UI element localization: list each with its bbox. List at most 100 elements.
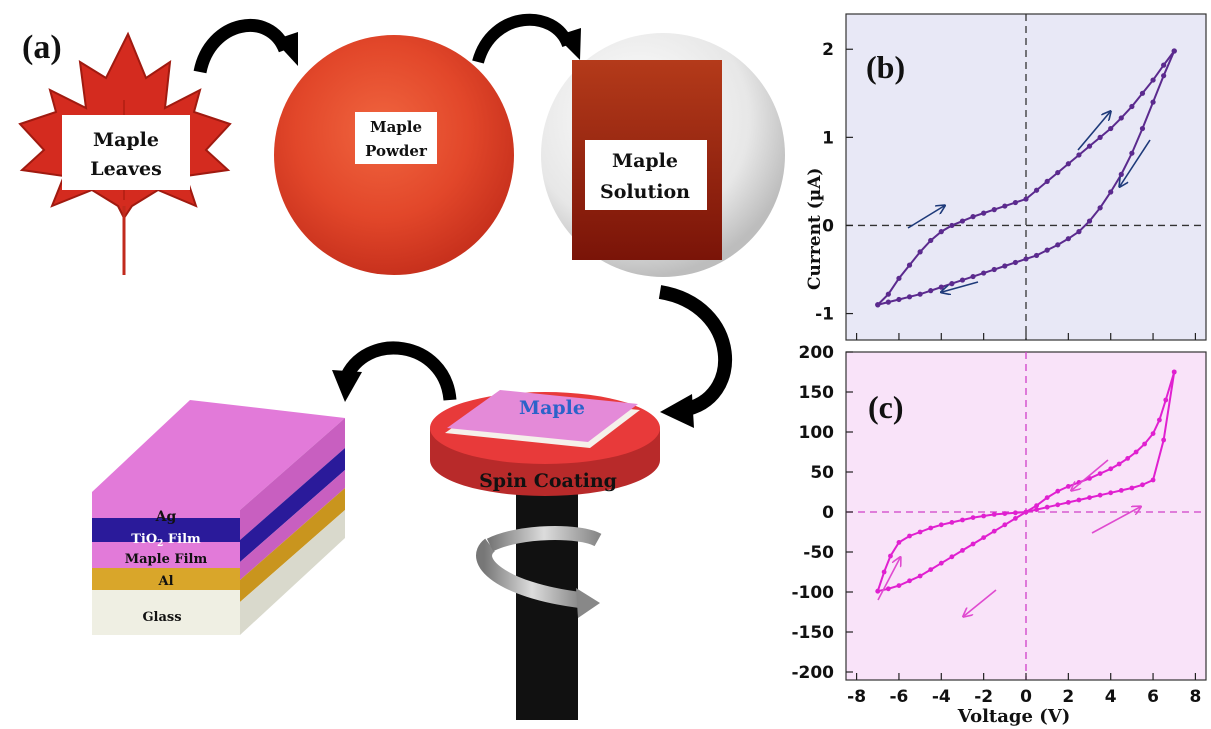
data-point: [1097, 492, 1103, 498]
sweep-arrow-icon: [1120, 139, 1151, 186]
data-point: [1044, 247, 1050, 253]
data-point: [1087, 495, 1092, 500]
data-point: [938, 229, 944, 235]
sweep-arrow-icon: [1077, 112, 1110, 151]
data-point: [1034, 507, 1039, 512]
data-point: [1161, 437, 1167, 443]
y-tick-label: 150: [799, 383, 835, 403]
y-tick-label: -1: [815, 305, 834, 325]
data-point: [907, 533, 912, 539]
data-point: [1118, 171, 1124, 177]
device-stack: [92, 400, 345, 635]
data-point: [1002, 511, 1008, 516]
data-point: [1033, 187, 1040, 193]
sweep-arrow-icon: [877, 558, 900, 601]
layer-tio2-label: TiO2 Film: [131, 532, 201, 549]
data-point: [1142, 441, 1147, 447]
data-point: [1157, 417, 1162, 423]
data-point: [1065, 484, 1071, 489]
layer-glass-label: Glass: [142, 610, 181, 625]
panel-c-label: (c): [868, 389, 904, 425]
data-point: [970, 273, 976, 280]
data-point: [906, 262, 913, 268]
data-point: [1118, 115, 1124, 121]
data-point: [928, 525, 934, 531]
data-point: [1044, 495, 1050, 500]
data-point: [959, 218, 966, 224]
sweep-arrow-icon: [942, 281, 979, 292]
data-point: [991, 266, 997, 273]
y-tick-label: -100: [791, 583, 834, 603]
data-point: [1171, 369, 1177, 375]
data-point: [938, 284, 944, 290]
data-point: [1129, 485, 1135, 491]
x-tick-label: 8: [1189, 687, 1201, 707]
data-point: [1086, 218, 1093, 224]
data-point: [938, 560, 944, 566]
data-point: [928, 288, 934, 294]
leaves-label-line1: Maple: [93, 129, 159, 151]
y-tick-label: -50: [803, 543, 834, 563]
data-point: [938, 522, 944, 528]
data-point: [928, 567, 934, 572]
data-point: [949, 222, 955, 229]
data-point: [1108, 189, 1114, 195]
data-point: [881, 569, 887, 575]
data-point: [960, 548, 965, 553]
data-point: [1023, 196, 1029, 202]
x-tick-label: -8: [847, 687, 866, 707]
data-point: [1108, 490, 1114, 496]
solution-label-box: [585, 140, 707, 210]
y-tick-label: 2: [822, 40, 834, 60]
data-point: [1150, 431, 1156, 436]
curved-arrow-icon: [332, 341, 457, 402]
data-point: [885, 299, 891, 305]
data-point: [885, 291, 891, 297]
data-point: [907, 578, 912, 584]
data-point: [1065, 236, 1071, 242]
curved-arrow-icon: [658, 285, 733, 428]
data-point: [1055, 242, 1061, 248]
spin-coater: [430, 390, 660, 720]
data-point: [1065, 500, 1071, 505]
data-point: [885, 586, 891, 592]
spin-coating-label: Spin Coating: [479, 470, 617, 492]
data-point: [1002, 522, 1008, 528]
data-point: [1140, 482, 1145, 488]
data-point: [1118, 488, 1124, 493]
sweep-arrow-icon: [1091, 507, 1140, 534]
data-point: [1013, 510, 1018, 516]
data-point: [1133, 449, 1139, 455]
data-point: [981, 535, 987, 540]
sweep-arrow-icon: [964, 589, 997, 616]
data-point: [896, 296, 902, 303]
data-point: [1055, 502, 1061, 508]
data-point: [981, 270, 987, 276]
data-point: [1076, 152, 1082, 158]
data-point: [917, 573, 923, 579]
sweep-arrow-icon: [907, 206, 944, 229]
data-point: [1034, 503, 1039, 508]
data-point: [981, 513, 987, 519]
data-point: [1161, 73, 1167, 79]
data-point: [1065, 161, 1071, 167]
panel-b-label: (b): [866, 49, 905, 85]
data-point: [1129, 150, 1135, 156]
layer-maple-film-label: Maple Film: [125, 552, 208, 567]
data-point: [1023, 256, 1029, 262]
data-point: [1150, 99, 1156, 105]
data-point: [1076, 497, 1082, 503]
data-point: [875, 302, 881, 308]
data-point: [1055, 169, 1061, 176]
data-point: [906, 294, 913, 300]
data-point: [1002, 263, 1008, 269]
solution-label-line2: Solution: [600, 181, 690, 203]
data-point: [970, 541, 976, 547]
y-tick-label: 0: [822, 503, 834, 523]
y-tick-label: 200: [799, 343, 835, 363]
data-point: [1012, 259, 1019, 266]
panel-a-label: (a): [22, 29, 62, 66]
data-point: [1023, 509, 1029, 515]
y-tick-label: 100: [799, 423, 835, 443]
